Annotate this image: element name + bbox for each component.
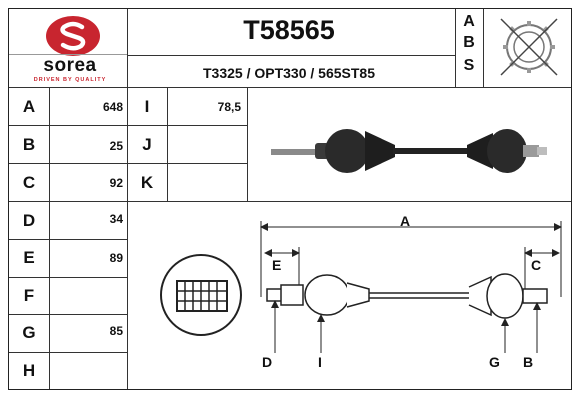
spec-value-c: 92 <box>109 176 123 190</box>
dim-label-c: C <box>531 257 542 273</box>
dim-label-d: D <box>262 354 273 370</box>
no-abs-ring-icon <box>500 18 558 76</box>
spec-label-g: G <box>22 323 36 342</box>
spec-label-c: C <box>22 173 36 192</box>
spec-label-e: E <box>23 248 35 267</box>
dim-label-i: I <box>318 354 322 370</box>
spec-label-a: A <box>22 97 36 116</box>
spec-label-h: H <box>22 361 36 380</box>
spec-value-g: 85 <box>109 324 123 338</box>
spec-label-d: D <box>22 211 36 230</box>
dim-label-b: B <box>523 354 534 370</box>
sorea-logo-icon <box>46 16 100 56</box>
brand-slogan: DRIVEN BY QUALITY <box>33 77 107 83</box>
spec-label-f: F <box>23 286 35 305</box>
spec-value-e: 89 <box>109 251 123 265</box>
abs-letter-s: S <box>463 57 475 74</box>
spec-value-b: 25 <box>109 139 123 153</box>
spec-label-b: B <box>22 135 36 154</box>
abs-letter-b: B <box>463 34 475 51</box>
datasheet: sorea DRIVEN BY QUALITY T58565 T3325 / O… <box>8 8 572 390</box>
spec-value-d: 34 <box>109 212 123 226</box>
spline-detail-icon <box>160 254 242 336</box>
dim-label-a: A <box>400 213 411 229</box>
spec-label-j: J <box>142 135 152 154</box>
cross-references: T3325 / OPT330 / 565ST85 <box>203 65 375 81</box>
spec-label-i: I <box>144 97 150 116</box>
brand-name: sorea <box>43 55 97 76</box>
abs-letter-a: A <box>463 13 475 30</box>
part-code: T58565 <box>243 15 335 45</box>
spec-value-i: 78,5 <box>217 100 241 114</box>
spec-value-a: 648 <box>102 100 123 114</box>
dim-label-e: E <box>272 257 282 273</box>
drive-shaft-photo <box>271 129 547 173</box>
spec-label-k: K <box>140 173 154 192</box>
dimension-diagram <box>260 221 562 353</box>
dim-label-g: G <box>489 354 500 370</box>
